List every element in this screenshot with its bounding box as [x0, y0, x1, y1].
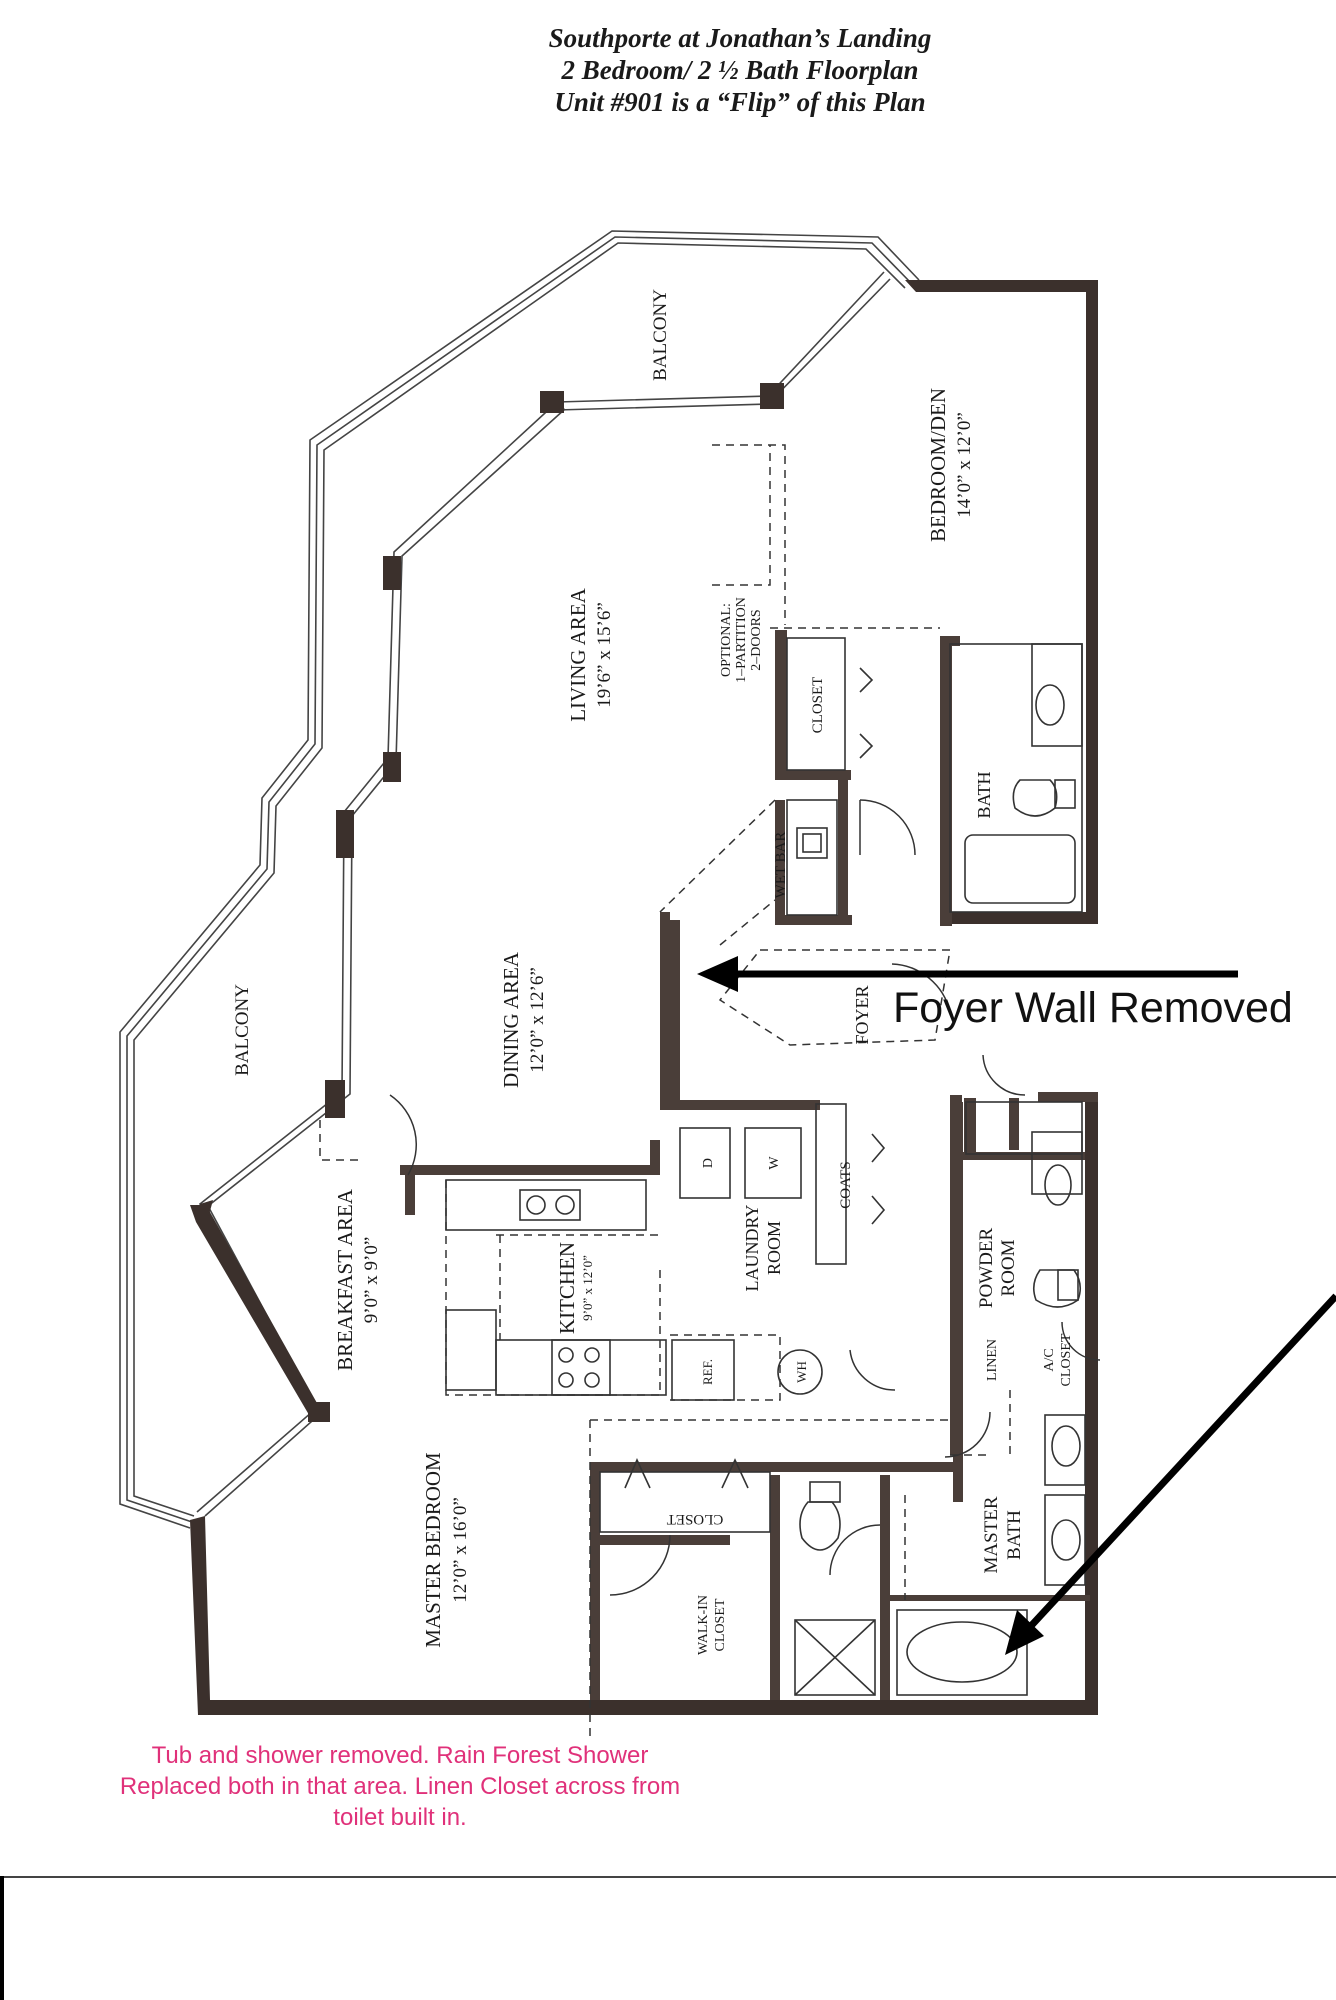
label-bedroom-den: BEDROOM/DEN	[926, 388, 950, 542]
title-line-3: Unit #901 is a “Flip” of this Plan	[554, 87, 926, 117]
label-dining: DINING AREA	[499, 951, 523, 1088]
title-line-1: Southporte at Jonathan’s Landing	[548, 23, 932, 53]
label-living: LIVING AREA	[566, 587, 590, 721]
scan-edge-left	[0, 1876, 4, 2000]
annotation-arrows	[697, 956, 1336, 1655]
label-wet-bar: WET BAR	[773, 832, 789, 899]
label-walkin-1: WALK-IN	[696, 1595, 711, 1655]
label-powder-2: ROOM	[998, 1239, 1019, 1296]
label-coats: COATS	[838, 1161, 854, 1209]
label-ac-2: CLOSET	[1059, 1333, 1074, 1386]
label-closet-den: CLOSET	[810, 677, 826, 734]
label-walkin-2: CLOSET	[713, 1598, 728, 1651]
label-optional-2: 1–PARTITION	[734, 597, 749, 683]
arrow-foyer-wall-head	[697, 956, 738, 992]
label-balcony-top: BALCONY	[650, 289, 671, 381]
label-dryer: D	[701, 1158, 716, 1168]
label-laundry-2: ROOM	[764, 1221, 784, 1275]
label-closet-master: CLOSET	[667, 1511, 724, 1527]
title-line-2: 2 Bedroom/ 2 ½ Bath Floorplan	[561, 55, 919, 85]
label-kitchen: KITCHEN	[555, 1242, 579, 1334]
label-bedroom-den-dim: 14’0” x 12’0”	[954, 412, 975, 518]
arrow-master-bath-head	[1005, 1610, 1044, 1655]
balcony-railing	[119, 230, 920, 1529]
label-master-bath-1: MASTER	[981, 1496, 1002, 1573]
note-line-1: Tub and shower removed. Rain Forest Show…	[151, 1742, 649, 1769]
label-master: MASTER BEDROOM	[421, 1452, 445, 1648]
label-dining-dim: 12’0” x 12’6”	[527, 967, 548, 1073]
label-optional-1: OPTIONAL:	[719, 603, 734, 677]
scan-edge-bottom	[4, 1876, 1336, 1878]
label-washer: W	[767, 1156, 782, 1170]
door-swings	[389, 799, 1101, 1596]
interior-walls	[400, 630, 1098, 1700]
arrow-master-bath	[1015, 1293, 1336, 1643]
renovation-note: Tub and shower removed. Rain Forest Show…	[60, 1740, 740, 1833]
label-master-bath-2: BATH	[1004, 1510, 1025, 1560]
label-laundry-1: LAUNDRY	[742, 1204, 762, 1291]
plan-title: Southporte at Jonathan’s Landing 2 Bedro…	[440, 22, 1040, 118]
dashed-lines	[319, 444, 1011, 1740]
note-line-3: toilet built in.	[333, 1804, 467, 1831]
room-labels: BALCONY BALCONY BEDROOM/DEN 14’0” x 12’0…	[232, 289, 1074, 1655]
label-ref: REF.	[700, 1359, 715, 1385]
label-ac-1: A/C	[1042, 1348, 1057, 1371]
label-breakfast: BREAKFAST AREA	[333, 1188, 357, 1371]
label-bath-den: BATH	[974, 771, 994, 818]
label-balcony-left: BALCONY	[232, 984, 253, 1076]
label-optional-3: 2–DOORS	[749, 609, 764, 670]
label-wh: WH	[794, 1361, 809, 1383]
label-foyer: FOYER	[852, 985, 872, 1044]
label-kitchen-dim: 9’0” x 12’0”	[580, 1255, 595, 1321]
note-line-2: Replaced both in that area. Linen Closet…	[119, 1773, 681, 1800]
exterior-walls	[190, 280, 1098, 1715]
foyer-wall-callout: Foyer Wall Removed	[893, 984, 1293, 1032]
label-powder-1: POWDER	[976, 1228, 997, 1309]
label-linen: LINEN	[985, 1339, 1000, 1381]
label-master-dim: 12’0” x 16’0”	[450, 1497, 471, 1603]
label-breakfast-dim: 9’0” x 9’0”	[361, 1237, 382, 1324]
label-living-dim: 19’6” x 15’6”	[594, 602, 615, 708]
